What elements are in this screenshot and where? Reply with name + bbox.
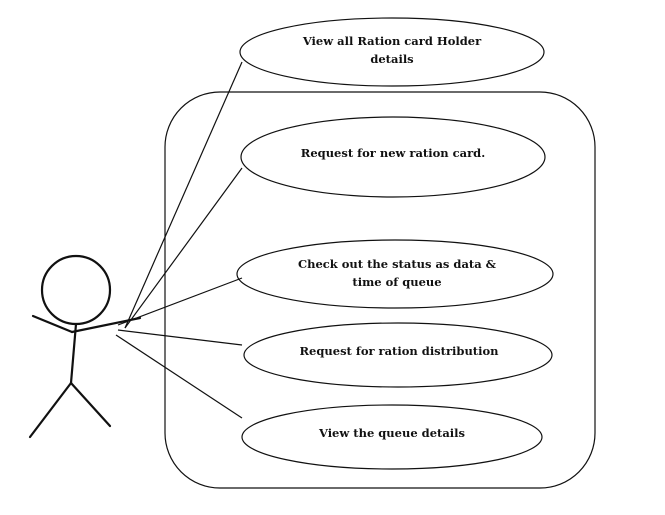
use-case-label-line: View all Ration card Holder xyxy=(302,34,482,48)
use-case-label-line: Check out the status as data & xyxy=(298,257,497,271)
use-case-label-line: time of queue xyxy=(352,275,441,289)
use-case-2: Request for new ration card. xyxy=(240,116,546,198)
actor-arm-left xyxy=(31,314,74,334)
association-uc2 xyxy=(124,167,243,329)
use-case-ellipse xyxy=(240,116,546,198)
actor-leg-right xyxy=(69,381,112,428)
use-case-label-line: Request for ration distribution xyxy=(299,344,499,358)
use-case-ellipse xyxy=(239,17,545,87)
use-case-label-line: View the queue details xyxy=(318,426,465,440)
actor-head xyxy=(40,254,112,326)
associations xyxy=(115,61,243,419)
use-case-5: View the queue details xyxy=(241,404,543,470)
actor-body xyxy=(69,322,78,385)
actor-stick-figure xyxy=(28,254,142,439)
use-case-4: Request for ration distribution xyxy=(243,322,553,388)
association-uc5 xyxy=(115,334,243,419)
use-case-ellipse xyxy=(241,404,543,470)
use-case-label-line: details xyxy=(370,52,413,66)
association-uc1 xyxy=(124,61,243,329)
use-case-3: Check out the status as data & time of q… xyxy=(236,239,554,309)
use-case-ellipse xyxy=(243,322,553,388)
use-case-label-line: Request for new ration card. xyxy=(301,146,485,160)
actor-arm-right xyxy=(70,316,142,334)
system-boundary xyxy=(164,91,596,489)
use-case-1: View all Ration card Holder details xyxy=(239,17,545,87)
association-uc4 xyxy=(117,329,243,346)
use-case-ellipse xyxy=(236,239,554,309)
actor-leg-left xyxy=(28,381,73,439)
